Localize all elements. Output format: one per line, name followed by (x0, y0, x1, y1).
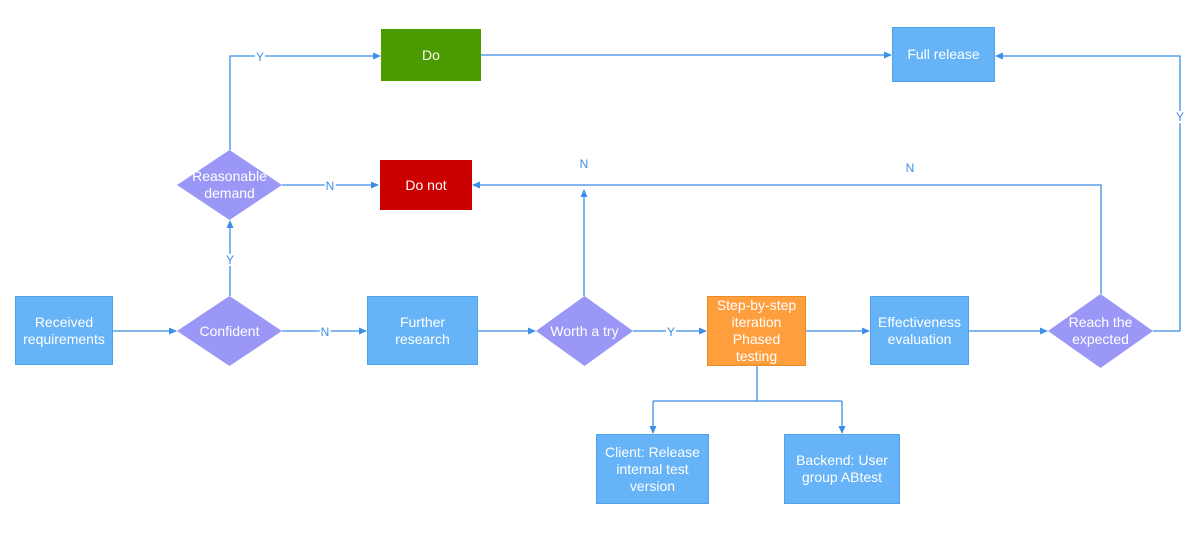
node-do-label: Do (422, 46, 440, 63)
edge-reasonable-to-do (229, 52, 381, 150)
label-worth-yes: Y (665, 325, 677, 339)
decision-reach-expected[interactable]: Reach the expected (1048, 294, 1153, 368)
node-received-label: Received requirements (23, 313, 105, 347)
label-reach-yes: Y (1174, 110, 1186, 124)
node-backend-label: Backend: User group ABtest (796, 452, 888, 485)
node-client-release[interactable]: Client: Release internal test version (596, 434, 709, 504)
node-do-not[interactable]: Do not (380, 160, 472, 210)
decision-confident-shape (177, 296, 282, 366)
node-backend-abtest[interactable]: Backend: User group ABtest (784, 434, 900, 504)
label-reasonable-yes: Y (254, 50, 266, 64)
node-do[interactable]: Do (381, 29, 481, 81)
node-step-by-step[interactable]: Step-by-step iteration Phased testing (707, 296, 806, 366)
node-effectiveness-evaluation[interactable]: Effectiveness evaluation (870, 296, 969, 365)
label-reach-no: N (904, 161, 916, 175)
decision-reasonable-label: Reasonable demand (192, 168, 267, 201)
decision-reasonable-demand[interactable]: Reasonable demand (177, 150, 282, 220)
label-worth-no: N (578, 157, 590, 171)
node-full-label: Full release (907, 46, 980, 62)
decision-worth-label: Worth a try (550, 322, 619, 339)
decision-confident[interactable]: Confident (177, 296, 282, 366)
node-received-requirements[interactable]: Received requirements (15, 296, 113, 365)
label-reasonable-no: N (324, 179, 336, 193)
decision-reasonable-shape (177, 150, 282, 220)
decision-worth-a-try[interactable]: Worth a try (536, 296, 633, 366)
node-full-release[interactable]: Full release (892, 27, 995, 82)
node-further-label: Further research (395, 313, 450, 347)
decision-worth-shape (536, 296, 633, 366)
decision-reach-label: Reach the expected (1068, 314, 1133, 347)
edge-reach-to-full (995, 52, 1181, 332)
node-do-not-label: Do not (405, 176, 447, 193)
node-step-label: Step-by-step iteration Phased testing (716, 297, 797, 364)
edge-step-to-client (653, 400, 842, 433)
label-confident-no: N (319, 325, 331, 339)
node-further-research[interactable]: Further research (367, 296, 478, 365)
node-effect-label: Effectiveness evaluation (877, 313, 961, 347)
edge-reach-to-donot (472, 181, 1102, 294)
decision-confident-label: Confident (199, 322, 260, 339)
label-confident-yes: Y (224, 253, 236, 267)
node-client-label: Client: Release internal test version (605, 443, 700, 494)
decision-reach-shape (1048, 294, 1153, 368)
